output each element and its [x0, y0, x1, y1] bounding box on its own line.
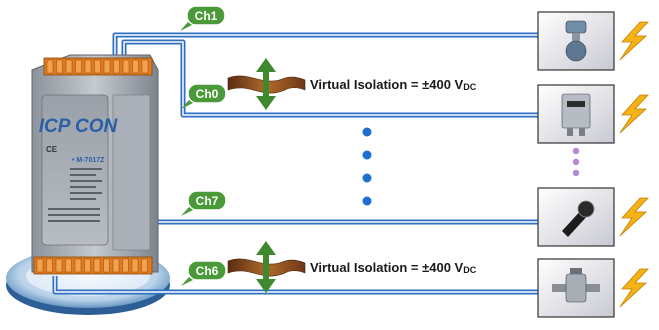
- svg-text:Ch1: Ch1: [195, 9, 218, 23]
- svg-text:Ch6: Ch6: [196, 264, 219, 278]
- module-spec-lines: [48, 168, 102, 222]
- field-device-2: [537, 84, 649, 144]
- module-model: • M-7017Z: [72, 157, 105, 164]
- virtual-isolation-1: Virtual Isolation = ±400 VDC: [227, 241, 477, 293]
- terminal-block-bottom: [33, 256, 153, 275]
- field-device-4: [537, 258, 649, 318]
- wire-ch6: [52, 276, 540, 295]
- io-module: ICP CON CE • M-7017Z: [31, 54, 159, 275]
- device-continuation-dots: [572, 147, 580, 177]
- module-brand: ICP CON: [39, 116, 119, 137]
- svg-text:Ch0: Ch0: [196, 87, 219, 101]
- double-arrow-icon: [256, 241, 276, 293]
- lightning-bolt-icon: [619, 268, 649, 308]
- channel-continuation-dots: [362, 127, 372, 206]
- lightning-bolt-icon: [619, 94, 649, 134]
- lightning-bolt-icon: [619, 197, 649, 237]
- double-arrow-icon: [256, 58, 276, 110]
- virtual-isolation-0: Virtual Isolation = ±400 VDC: [227, 58, 477, 110]
- terminal-block-top: [43, 57, 153, 76]
- wire-ch1: [112, 32, 540, 56]
- channel-label-ch0: Ch0: [181, 83, 227, 109]
- isolation-text: Virtual Isolation = ±400 VDC: [310, 260, 477, 275]
- torque-sensor-icon: [552, 268, 600, 303]
- proximity-sensor-icon: [562, 200, 595, 237]
- channel-label-ch7: Ch7: [181, 190, 227, 216]
- lightning-bolt-icon: [619, 21, 649, 61]
- channel-label-ch6: Ch6: [181, 260, 227, 286]
- pressure-transmitter-icon: [565, 20, 587, 62]
- channel-label-ch1: Ch1: [180, 5, 226, 31]
- field-device-1: [537, 11, 649, 71]
- field-device-3: [537, 187, 649, 247]
- isolation-text: Virtual Isolation = ±400 VDC: [310, 77, 477, 92]
- svg-text:Ch7: Ch7: [196, 194, 219, 208]
- wire-ch0: [121, 39, 540, 118]
- ce-mark: CE: [46, 145, 58, 154]
- gas-meter-icon: [561, 93, 591, 136]
